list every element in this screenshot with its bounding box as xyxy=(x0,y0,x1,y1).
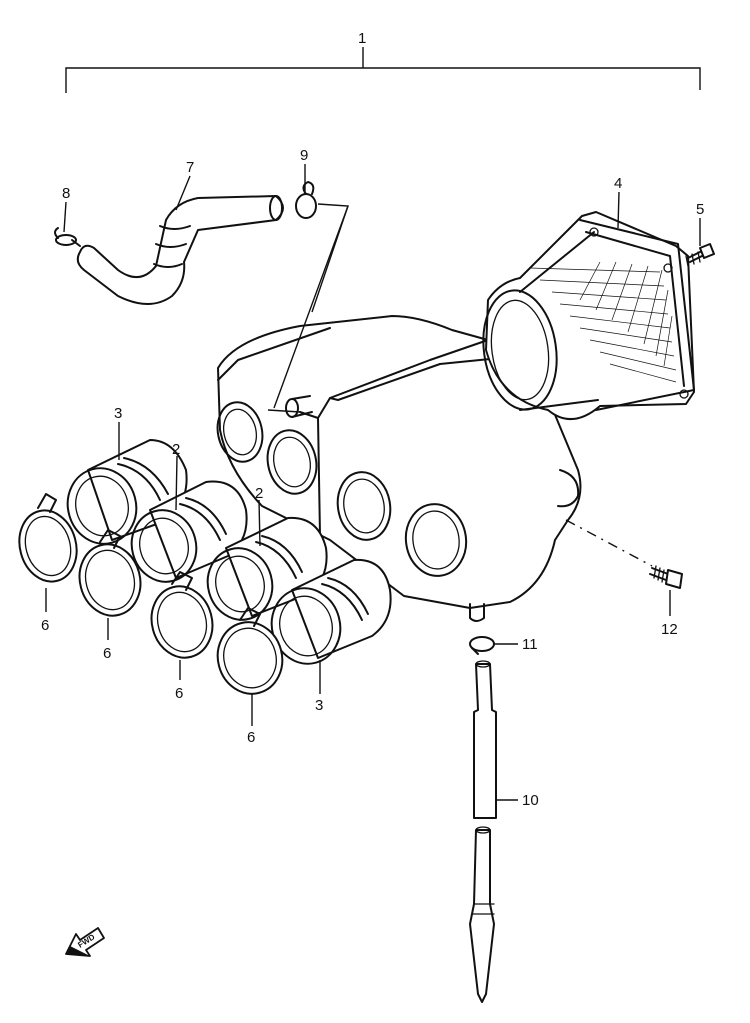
callout-1: 1 xyxy=(358,30,366,47)
breather-hose xyxy=(76,195,284,305)
callout-3-upper: 3 xyxy=(114,405,122,422)
callout-3-lower: 3 xyxy=(315,697,323,714)
hose-clip-9 xyxy=(295,181,317,219)
callout-2-upper: 2 xyxy=(172,441,180,458)
callout-5: 5 xyxy=(696,201,704,218)
assembly-bracket xyxy=(65,47,701,93)
bolt-12 xyxy=(565,519,683,589)
callout-12: 12 xyxy=(661,621,678,638)
callout-6-d: 6 xyxy=(247,729,255,746)
callout-4: 4 xyxy=(614,175,622,192)
hose-leader-lower xyxy=(273,205,349,409)
air-filter-element xyxy=(482,211,695,420)
callout-6-a: 6 xyxy=(41,617,49,634)
clamp-6-b xyxy=(78,529,142,617)
clip-11 xyxy=(469,636,495,655)
callout-9: 9 xyxy=(300,147,308,164)
clamp-6-a xyxy=(18,493,78,583)
callout-10: 10 xyxy=(522,792,539,809)
callout-2-lower: 2 xyxy=(255,485,263,502)
intake-boot-3-lower xyxy=(270,558,392,665)
hose-leader-base xyxy=(267,409,301,413)
callout-6-c: 6 xyxy=(175,685,183,702)
hose-clip-8 xyxy=(54,227,81,247)
callout-labels: 1 7 8 9 4 5 3 2 2 3 6 6 6 6 11 10 12 xyxy=(41,30,704,809)
leader-lines xyxy=(45,164,701,801)
fwd-arrow-icon: FWD xyxy=(65,927,105,957)
callout-6-b: 6 xyxy=(103,645,111,662)
callout-7: 7 xyxy=(186,159,194,176)
clamp-6-c xyxy=(150,571,214,659)
callout-8: 8 xyxy=(62,185,70,202)
clamp-6-d xyxy=(216,607,284,695)
callout-11: 11 xyxy=(522,636,538,653)
screw-5 xyxy=(685,243,715,267)
drain-tube xyxy=(469,660,497,1003)
air-cleaner-case xyxy=(216,315,582,622)
